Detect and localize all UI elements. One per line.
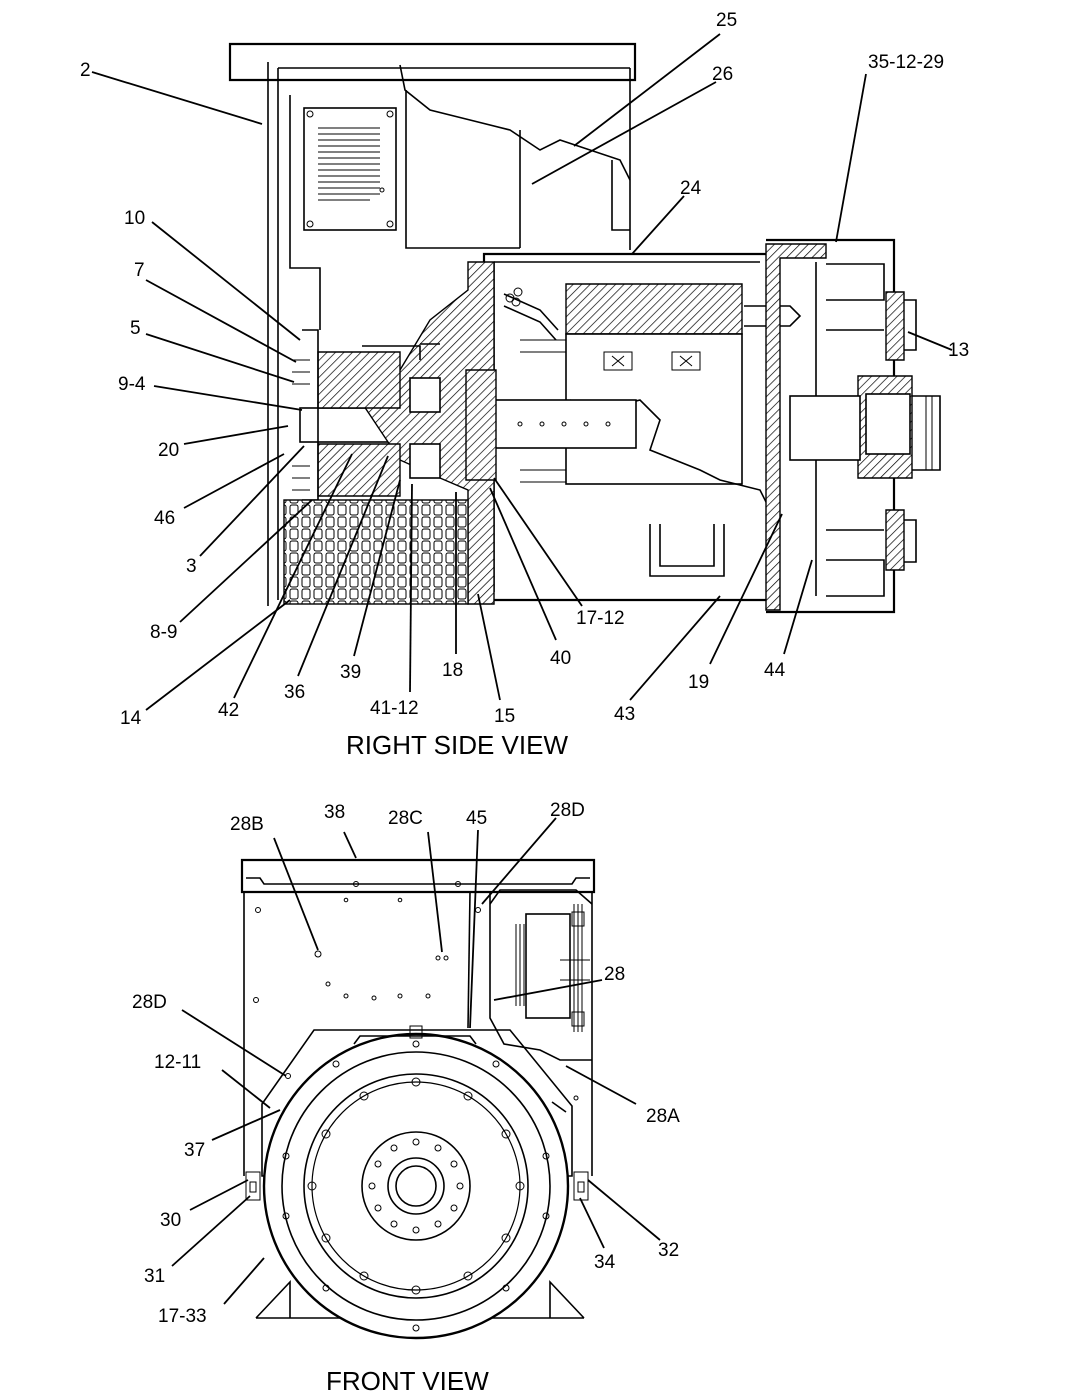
front-adapter-plate — [261, 1029, 573, 1177]
callout-28B: 28B — [230, 814, 264, 835]
callout-42: 42 — [218, 700, 239, 721]
callout-45: 45 — [466, 808, 487, 829]
callout-7: 7 — [134, 260, 145, 281]
front-top-cover — [240, 858, 596, 894]
front-leader-lines — [171, 817, 661, 1305]
callout-28A: 28A — [646, 1106, 680, 1127]
callout-34: 34 — [594, 1252, 616, 1273]
callout-17-12: 17-12 — [576, 608, 625, 629]
callout-15: 15 — [494, 706, 515, 727]
callout-12-11: 12-11 — [154, 1052, 201, 1073]
front-view-title: FRONT VIEW — [326, 1366, 489, 1396]
callout-2: 2 — [80, 60, 91, 81]
side-callout-labels: 25 26 2 35-12-29 24 10 7 5 9-4 20 46 3 8… — [80, 10, 969, 729]
bolt-circle-inner — [368, 1138, 464, 1234]
callout-38: 38 — [324, 802, 345, 823]
panel-fastener-holes — [253, 881, 579, 1101]
drive-end-adapter — [765, 238, 941, 614]
callout-5: 5 — [130, 318, 141, 339]
callout-28C: 28C — [388, 808, 423, 829]
front-terminal-box — [243, 881, 593, 1176]
callout-20: 20 — [158, 440, 179, 461]
right-side-view: 25 26 2 35-12-29 24 10 7 5 9-4 20 46 3 8… — [80, 10, 969, 760]
front-end-bracket — [245, 1025, 589, 1340]
callout-3: 3 — [186, 556, 197, 577]
callout-18: 18 — [442, 660, 463, 681]
callout-30: 30 — [160, 1210, 181, 1231]
callout-41-12: 41-12 — [370, 698, 419, 719]
callout-24: 24 — [680, 178, 702, 199]
callout-19: 19 — [688, 672, 709, 693]
callout-44: 44 — [764, 660, 786, 681]
side-leader-lines — [91, 33, 953, 711]
callout-31: 31 — [144, 1266, 165, 1287]
callout-28: 28 — [604, 964, 625, 985]
right-side-view-title: RIGHT SIDE VIEW — [346, 730, 568, 760]
callout-26: 26 — [712, 64, 733, 85]
control-box-housing — [228, 42, 637, 606]
callout-46: 46 — [154, 508, 175, 529]
callout-14: 14 — [120, 708, 142, 729]
callout-40: 40 — [550, 648, 571, 669]
callout-32: 32 — [658, 1240, 679, 1261]
callout-17-33: 17-33 — [158, 1306, 207, 1327]
front-view: 38 28B 28C 45 28D 28 28D 12-11 28A 37 30… — [132, 800, 680, 1396]
exciter-end — [283, 261, 497, 605]
bolt-circle-outer — [282, 1040, 550, 1332]
callout-35-12-29: 35-12-29 — [868, 52, 944, 73]
callout-9-4: 9-4 — [118, 374, 146, 395]
callout-10: 10 — [124, 208, 145, 229]
callout-39: 39 — [340, 662, 361, 683]
callout-25: 25 — [716, 10, 737, 31]
callout-37: 37 — [184, 1140, 205, 1161]
callout-13: 13 — [948, 340, 969, 361]
callout-28D-top: 28D — [550, 800, 585, 821]
callout-8-9: 8-9 — [150, 622, 177, 643]
regulator-fins — [318, 127, 380, 201]
callout-43: 43 — [614, 704, 635, 725]
callout-36: 36 — [284, 682, 305, 703]
callout-28D-left: 28D — [132, 992, 167, 1013]
front-callout-labels: 38 28B 28C 45 28D 28 28D 12-11 28A 37 30… — [132, 800, 680, 1327]
